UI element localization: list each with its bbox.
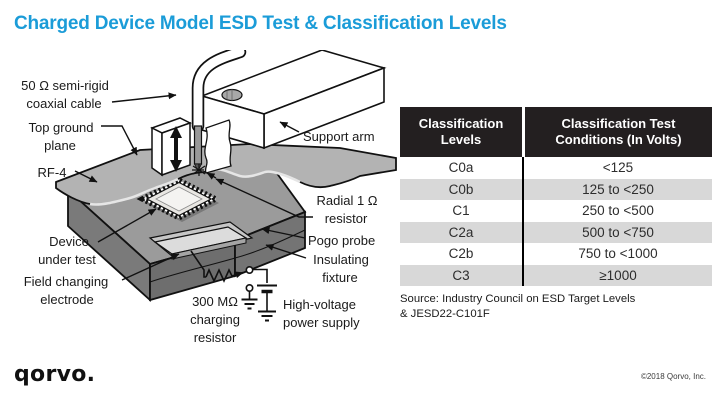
label-top-ground-line1: Top ground xyxy=(28,120,93,135)
label-field-changing-line2: electrode xyxy=(40,292,93,307)
header-classification-levels: Classification Levels xyxy=(400,107,522,157)
leader-lines xyxy=(74,92,313,281)
pogo-probe-tip xyxy=(192,125,217,180)
probe-support-column xyxy=(204,119,232,174)
label-radial-resistor-line1: Radial 1 Ω xyxy=(316,193,377,208)
table-row: C2a 500 to <750 xyxy=(400,221,712,243)
label-field-changing-line1: Field changing xyxy=(24,274,109,289)
label-top-ground-line2: plane xyxy=(44,138,76,153)
device-under-test-chip xyxy=(136,177,222,222)
label-insulating-line2: fixture xyxy=(322,270,357,285)
qorvo-logo: qorvo. xyxy=(14,362,96,387)
label-hv-supply-line1: High-voltage xyxy=(283,297,356,312)
label-insulating-line1: Insulating xyxy=(313,252,369,267)
table-header-row: Classification Levels Classification Tes… xyxy=(400,107,712,157)
label-device-line1: Device xyxy=(49,234,89,249)
switch-terminal-top xyxy=(245,265,254,274)
table-row: C0a <125 xyxy=(400,157,712,179)
classification-table: Classification Levels Classification Tes… xyxy=(400,107,712,286)
label-support-arm: Support arm xyxy=(303,129,375,144)
label-device-line2: under test xyxy=(38,252,96,267)
label-rf4: RF-4 xyxy=(38,165,67,180)
up-down-arrow-icon xyxy=(170,126,182,172)
ground-symbol xyxy=(241,291,258,310)
label-charging-resistor-line1: 300 MΩ xyxy=(192,294,238,309)
coaxial-cable xyxy=(191,50,247,133)
contact-starburst xyxy=(192,164,206,176)
label-hv-supply-line2: power supply xyxy=(283,315,360,330)
field-changing-electrode xyxy=(148,221,254,260)
page-title: Charged Device Model ESD Test & Classifi… xyxy=(14,13,507,34)
hv-supply-symbol xyxy=(257,284,277,322)
copyright-text: ©2018 Qorvo, Inc. xyxy=(640,372,706,381)
label-coax-cable-line2: coaxial cable xyxy=(26,96,101,111)
vertical-travel-box xyxy=(150,117,192,177)
charging-circuit xyxy=(190,250,277,322)
esd-test-diagram: 50 Ω semi-rigid coaxial cable Top ground… xyxy=(21,50,397,345)
label-pogo-probe: Pogo probe xyxy=(308,233,375,248)
source-note: Source: Industry Council on ESD Target L… xyxy=(400,293,636,320)
table-row: C0b 125 to <250 xyxy=(400,178,712,200)
table-row: C1 250 to <500 xyxy=(400,200,712,222)
switch-terminal-bottom xyxy=(245,283,254,292)
table-row: C3 ≥1000 xyxy=(400,264,712,286)
table-row: C2b 750 to <1000 xyxy=(400,243,712,265)
label-charging-resistor-line2: charging xyxy=(190,312,240,327)
label-coax-cable-line1: 50 Ω semi-rigid xyxy=(21,78,109,93)
header-test-conditions: Classification Test Conditions (In Volts… xyxy=(525,107,712,157)
label-radial-resistor-line2: resistor xyxy=(325,211,368,226)
label-charging-resistor-line3: resistor xyxy=(194,330,237,345)
resistor-symbol xyxy=(205,268,233,283)
support-arm xyxy=(199,50,387,150)
